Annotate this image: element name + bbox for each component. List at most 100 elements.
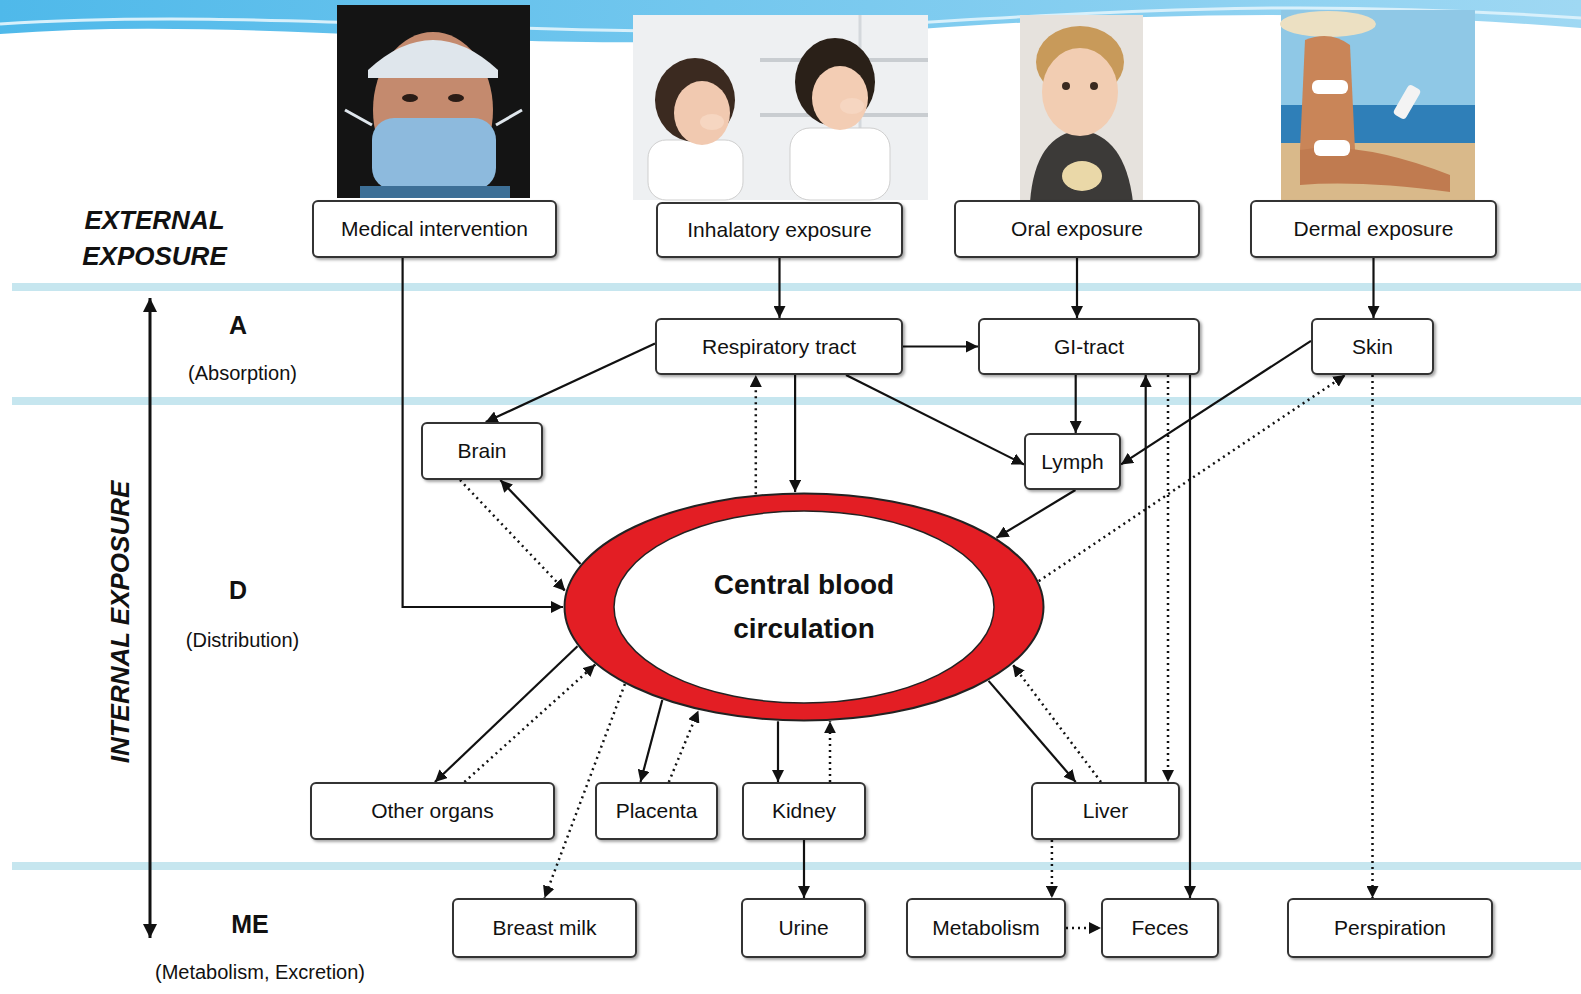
solid-arrow	[1372, 258, 1374, 318]
child-hand	[700, 114, 724, 130]
ellipse-outline	[563, 492, 1045, 722]
solid-arrow	[846, 375, 1024, 464]
stage-heading: EXTERNAL EXPOSURE	[62, 202, 247, 274]
node-text: Feces	[1131, 916, 1188, 940]
node-text: Perspiration	[1334, 916, 1446, 940]
surgical-mask	[372, 118, 496, 190]
dotted-arrow	[460, 480, 565, 591]
solid-arrow	[1076, 258, 1078, 318]
child-body	[1030, 130, 1133, 202]
dotted-arrow	[1167, 375, 1170, 782]
photo-ground	[1020, 15, 1143, 202]
mask-strap	[345, 110, 372, 125]
node-text: GI-tract	[1054, 335, 1124, 359]
organ-box: Liver	[1031, 782, 1180, 840]
node-text: Dermal exposure	[1294, 217, 1454, 241]
dotted-arrow	[1051, 840, 1054, 898]
beach-photo	[1280, 10, 1475, 200]
blood-ring-inner	[614, 511, 994, 703]
node-text: Liver	[1083, 799, 1129, 823]
child-body	[648, 140, 743, 200]
eye	[448, 94, 464, 102]
blood-ring	[565, 494, 1044, 721]
surgical-cap	[368, 40, 498, 78]
stage-name: (Distribution)	[140, 629, 345, 652]
organ-box: Other organs	[310, 782, 555, 840]
stage-band	[12, 862, 1581, 870]
stage-letter: D	[198, 576, 278, 605]
absorption-box: GI-tract	[978, 318, 1200, 375]
eye	[402, 94, 418, 102]
node-text: Central blood circulation	[679, 563, 929, 651]
node-text: Respiratory tract	[702, 335, 856, 359]
solid-arrow	[777, 721, 779, 782]
stage-band	[12, 397, 1581, 405]
dotted-arrow	[1066, 927, 1101, 930]
node-text: Placenta	[616, 799, 698, 823]
stage-name: (Metabolism, Excretion)	[110, 961, 410, 984]
dotted-arrow	[464, 665, 595, 783]
solid-arrow	[403, 258, 563, 607]
solid-arrow	[803, 840, 805, 898]
excretion-box: Metabolism	[906, 898, 1066, 958]
solid-arrow	[641, 700, 663, 782]
solid-arrow	[903, 345, 978, 347]
node-text: Kidney	[772, 799, 836, 823]
solid-arrow	[989, 681, 1076, 782]
node-text: Skin	[1352, 335, 1393, 359]
child-hand	[840, 98, 864, 114]
stage-heading: INTERNAL EXPOSURE	[105, 481, 136, 764]
bikini	[1312, 80, 1348, 94]
exposure-box: Inhalatory exposure	[656, 202, 903, 258]
solid-arrow	[794, 375, 796, 492]
child-face	[674, 81, 730, 145]
children-photo	[633, 15, 928, 200]
exposure-axis-arrow	[149, 298, 152, 938]
organ-box: Kidney	[742, 782, 866, 840]
node-text: Brain	[457, 439, 506, 463]
excretion-box: Feces	[1101, 898, 1219, 958]
node-text: Urine	[778, 916, 828, 940]
solid-arrow	[486, 344, 655, 422]
bikini	[1314, 140, 1350, 156]
blood-circulation-ellipse: Central blood circulation	[563, 492, 1045, 722]
photo-ground	[337, 5, 530, 198]
solid-arrow	[778, 258, 780, 318]
node-text: Inhalatory exposure	[687, 218, 871, 242]
node-text: Lymph	[1041, 450, 1103, 474]
eye	[1062, 82, 1070, 90]
node-text: Other organs	[371, 799, 494, 823]
dotted-arrow	[669, 710, 699, 782]
solid-arrow	[435, 646, 578, 782]
dotted-arrow	[1013, 665, 1101, 783]
eye	[1090, 82, 1098, 90]
stage-band	[12, 283, 1581, 291]
excretion-box: Perspiration	[1287, 898, 1493, 958]
node-text: Metabolism	[932, 916, 1039, 940]
dotted-arrow	[755, 375, 758, 494]
excretion-box: Breast milk	[452, 898, 637, 958]
node-text: Breast milk	[493, 916, 597, 940]
child-face	[812, 66, 868, 130]
stage-letter: ME	[200, 910, 300, 939]
sun-hat	[1280, 11, 1376, 37]
organ-box: Brain	[421, 422, 543, 480]
child-face	[1042, 48, 1118, 136]
exposure-box: Medical intervention	[312, 200, 557, 258]
cookie	[1062, 161, 1102, 191]
dotted-arrow	[829, 721, 832, 782]
node-text: Medical intervention	[341, 217, 528, 241]
lotion-bottle	[1392, 84, 1421, 120]
solid-arrow	[500, 480, 580, 564]
surgeon-photo	[337, 5, 530, 198]
child-body	[790, 128, 890, 200]
gown	[360, 186, 510, 198]
organ-box: Lymph	[1024, 433, 1121, 490]
solid-arrow	[1075, 375, 1077, 433]
photo-ground	[633, 15, 928, 200]
mask-strap	[496, 110, 522, 125]
dotted-arrow	[1371, 375, 1374, 898]
exposure-box: Oral exposure	[954, 200, 1200, 258]
absorption-box: Skin	[1311, 318, 1434, 375]
